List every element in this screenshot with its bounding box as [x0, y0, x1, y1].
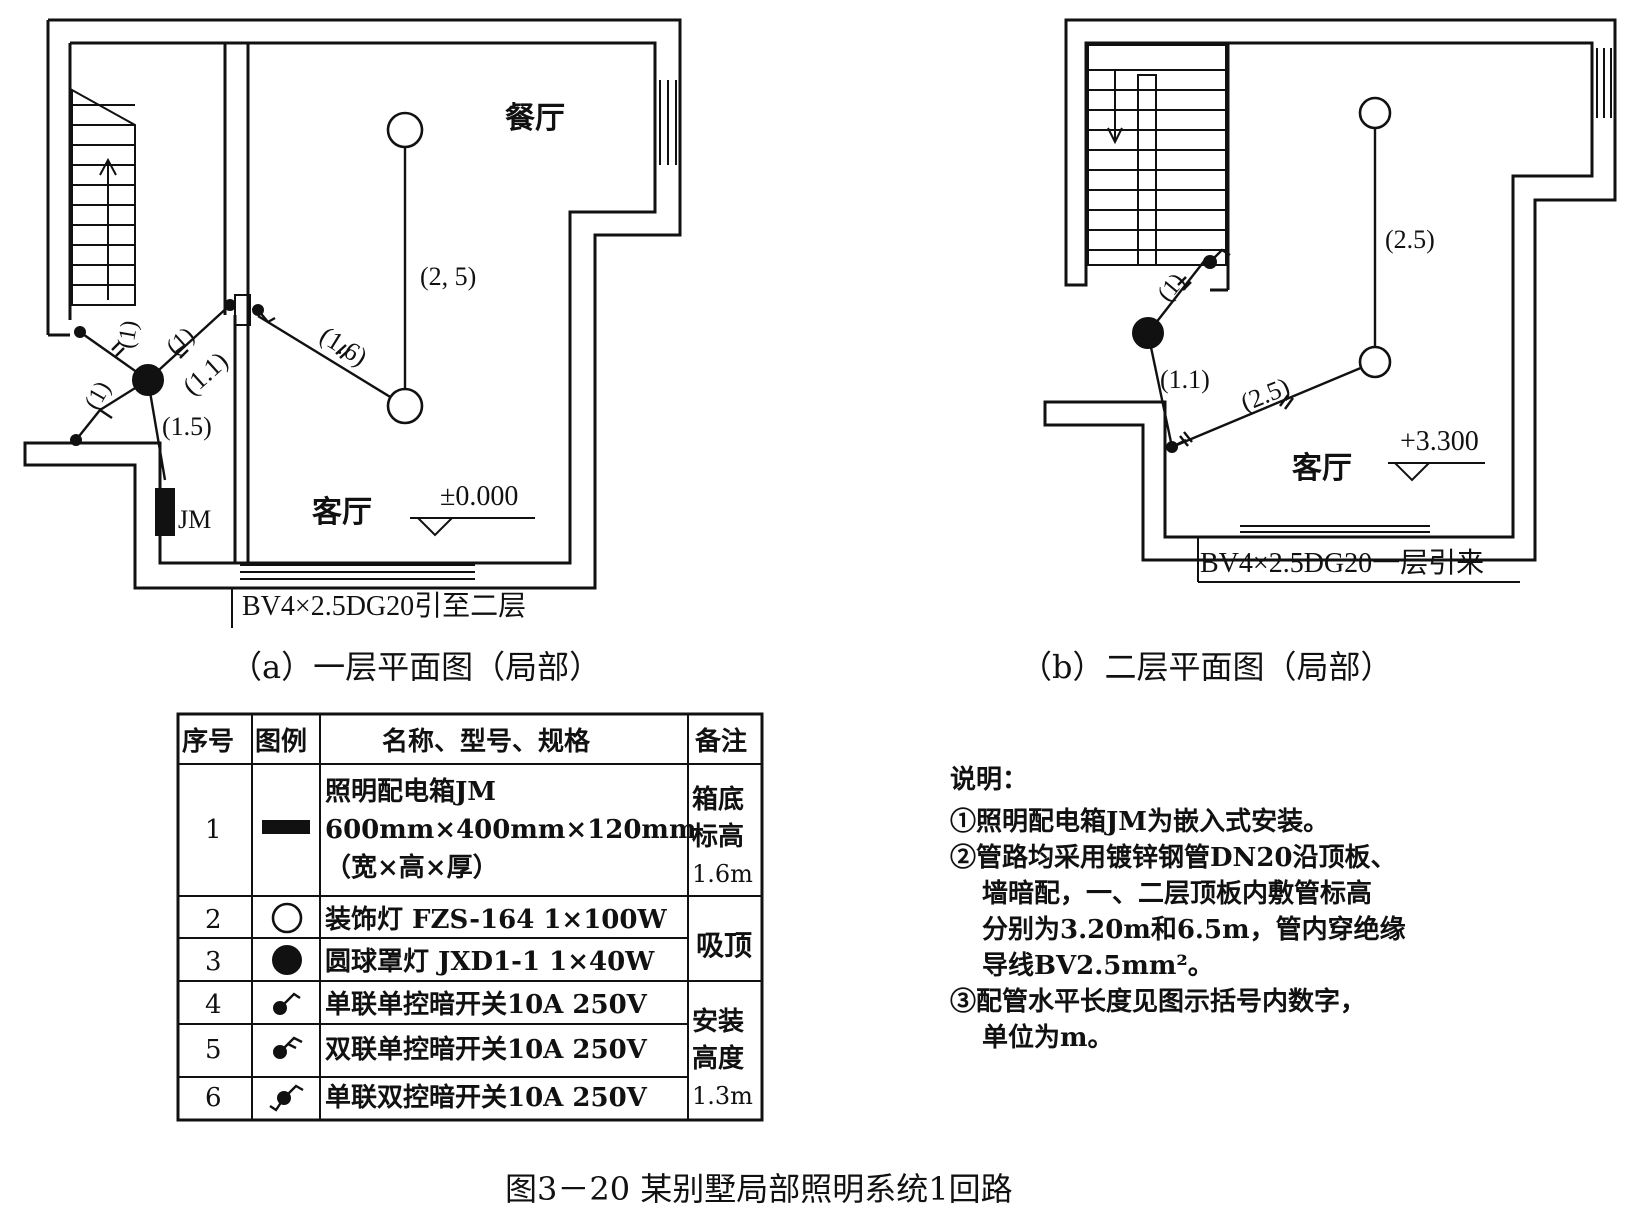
single-switch-icon	[273, 992, 301, 1015]
distribution-box-icon	[262, 820, 310, 834]
floor1-partition-wall	[223, 41, 250, 563]
legend-row6-name: 单联双控暗开关10A 250V	[325, 1083, 648, 1113]
notes-line-4: 分别为3.20m和6.5m，管内穿绝缘	[982, 914, 1406, 945]
floor1-switch-upper	[224, 299, 236, 311]
notes-line-2: ②管路均采用镀锌钢管DN20沿顶板、	[950, 842, 1397, 873]
legend-row4-no: 4	[205, 990, 222, 1020]
double-switch-icon	[273, 1036, 303, 1059]
floor2-double-switch-living	[1166, 431, 1193, 453]
legend-remark2: 吸顶	[696, 929, 752, 962]
floor2-outer-wall	[1043, 18, 1617, 562]
globe-lamp-icon	[272, 945, 302, 975]
floor1-decorative-lamp-living	[386, 387, 424, 425]
floor1-outer-wall	[23, 18, 682, 590]
legend-row3-name: 圆球罩灯 JXD1-1 1×40W	[325, 947, 655, 977]
floor1-living-label: 客厅	[312, 495, 372, 530]
floor1-staircase	[71, 88, 136, 306]
notes-title: 说明：	[950, 765, 1028, 795]
floor1-dining-label: 餐厅	[505, 101, 565, 136]
floor2-living-label: 客厅	[1292, 451, 1352, 486]
floor1-length-b: (1)	[113, 319, 143, 351]
notes-line-3: 墙暗配，一、二层顶板内敷管标高	[982, 878, 1372, 909]
legend-remark1-2: 标高	[692, 821, 744, 852]
floor1-length-c: (1)	[80, 377, 117, 414]
floor1-plan: 餐厅 客厅 ±0.000 JM BV4×2.5DG20引至二层 (2, 5) (…	[23, 18, 682, 686]
legend-remark3-3: 1.3m	[692, 1082, 753, 1110]
floor2-elevation: +3.300	[1400, 426, 1479, 457]
notes-line-6: ③配管水平长度见图示括号内数字，	[950, 986, 1366, 1017]
floor1-length-living: (1.6)	[315, 321, 373, 372]
legend-remark1-1: 箱底	[692, 784, 744, 815]
legend-row5-name: 双联单控暗开关10A 250V	[325, 1035, 648, 1065]
floor2-length-diagonal: (2.5)	[1237, 372, 1294, 418]
floor2-conduit-label: BV4×2.5DG20一层引来	[1200, 547, 1484, 579]
floor2-globe-lamp	[1132, 317, 1164, 349]
legend-header-remark: 备注	[694, 726, 747, 757]
notes-line-5: 导线BV2.5mm²。	[982, 951, 1214, 981]
legend-row3-no: 3	[205, 947, 222, 977]
floor2-conduit-leader	[1197, 537, 1520, 583]
floor1-left-wall	[46, 20, 72, 337]
floor1-elevation-marker	[410, 517, 535, 537]
legend-row1-no: 1	[205, 815, 222, 845]
legend-row1-name-1: 照明配电箱JM	[325, 776, 496, 807]
legend-header-icon: 图例	[255, 727, 307, 757]
floor2-length-switch: (1.1)	[1160, 365, 1210, 394]
floor1-elevation: ±0.000	[440, 481, 518, 512]
floor2-partition-wall	[1210, 43, 1230, 292]
floor1-window-right	[659, 80, 677, 165]
notes-line-7: 单位为m。	[982, 1022, 1114, 1053]
floor2-caption: （b）二层平面图（局部）	[1020, 648, 1393, 686]
floor2-elevation-marker	[1388, 462, 1485, 482]
floor1-length-dining: (2, 5)	[420, 262, 476, 291]
notes-line-1: ①照明配电箱JM为嵌入式安装。	[950, 806, 1329, 837]
notes-block: 说明： ①照明配电箱JM为嵌入式安装。 ②管路均采用镀锌钢管DN20沿顶板、 墙…	[950, 765, 1406, 1053]
floor1-decorative-lamp-dining	[386, 111, 424, 149]
floor2-plan: 客厅 +3.300 BV4×2.5DG20一层引来 (2.5) (2.5) (1…	[1020, 18, 1617, 686]
floor1-length-box: (1.5)	[162, 412, 212, 441]
floor2-decorative-lamp-upper	[1358, 96, 1392, 130]
legend-row1-name-3: （宽×高×厚）	[325, 852, 499, 883]
floor1-length-a: (1)	[162, 323, 200, 361]
figure-caption: 图3－20 某别墅局部照明系统1回路	[505, 1170, 1013, 1208]
floor2-wiring	[1146, 113, 1377, 449]
floor2-window-right	[1596, 48, 1612, 118]
floor1-switch-lower	[70, 408, 113, 446]
legend-row4-name: 单联单控暗开关10A 250V	[325, 990, 648, 1020]
floor1-box-label: JM	[178, 505, 211, 534]
legend-remark1-3: 1.6m	[692, 860, 753, 888]
legend-remark3-1: 安装	[692, 1007, 744, 1037]
floor1-caption: （a）一层平面图（局部）	[230, 648, 601, 686]
floor1-wiring	[79, 130, 407, 481]
legend-row2-name: 装饰灯 FZS-164 1×100W	[325, 905, 667, 935]
two-way-switch-icon	[269, 1084, 304, 1112]
floor2-staircase	[1087, 44, 1227, 266]
floor2-length-vertical: (2.5)	[1385, 225, 1435, 254]
floor1-switch-left	[74, 326, 86, 338]
legend-row6-no: 6	[205, 1083, 222, 1113]
floor1-two-way-switch-door	[252, 304, 276, 324]
decorative-lamp-icon	[271, 902, 303, 934]
floor1-window-bottom	[240, 564, 475, 580]
legend-row1-name-2: 600mm×400mm×120mm	[325, 815, 696, 845]
floor2-decorative-lamp-lower	[1358, 345, 1392, 379]
legend-remark3-2: 高度	[692, 1043, 744, 1074]
legend-table: 序号 图例 名称、型号、规格 备注 1 照明配电箱JM 600mm×400mm×…	[176, 712, 764, 1122]
legend-row5-no: 5	[205, 1035, 222, 1065]
floor2-window-bottom	[1240, 525, 1430, 533]
floor1-globe-lamp	[132, 364, 164, 396]
floor1-distribution-box	[155, 488, 175, 536]
floor2-length-stair: (1)	[1153, 269, 1191, 307]
floor1-conduit-label: BV4×2.5DG20引至二层	[242, 591, 526, 622]
legend-row2-no: 2	[205, 905, 222, 935]
floor2-two-way-switch-stair	[1203, 248, 1231, 269]
legend-header-no: 序号	[182, 726, 234, 757]
legend-header-name: 名称、型号、规格	[382, 726, 591, 757]
